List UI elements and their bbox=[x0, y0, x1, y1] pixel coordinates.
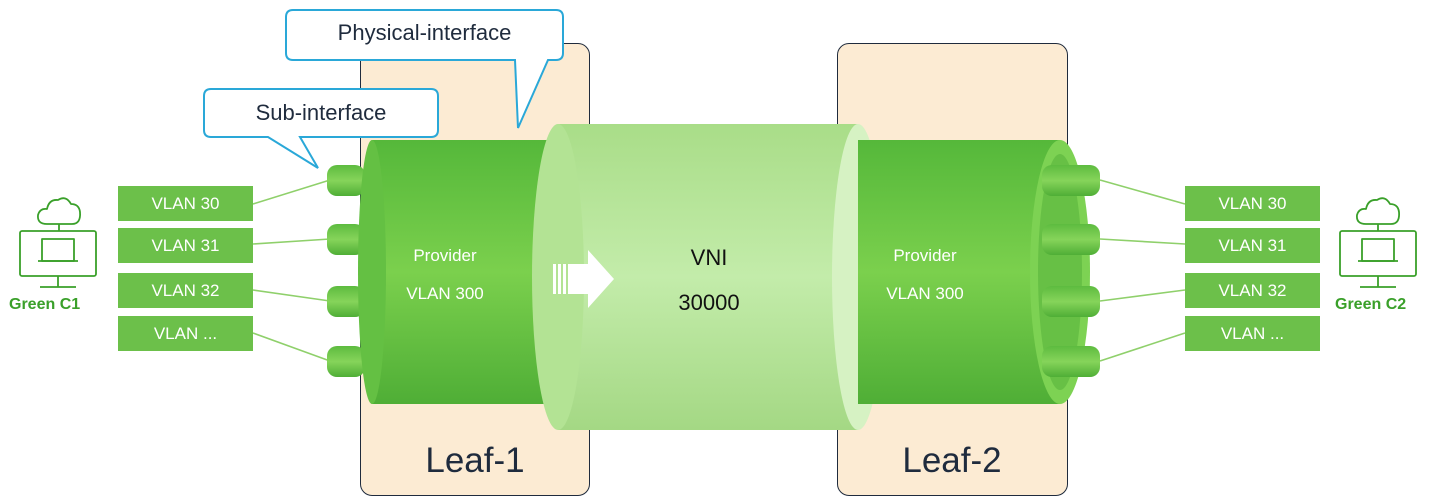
cloud-computer-icon bbox=[19, 197, 97, 288]
provider-right-vlan: VLAN 300 bbox=[886, 284, 964, 303]
right-line-2 bbox=[1099, 238, 1186, 245]
left-vlan-2: VLAN 31 bbox=[118, 228, 253, 263]
left-vlan-1: VLAN 30 bbox=[118, 186, 253, 221]
left-line-1 bbox=[252, 179, 331, 205]
right-port-1 bbox=[1042, 165, 1100, 196]
vni-title: VNI bbox=[690, 245, 728, 270]
right-ports bbox=[1042, 165, 1100, 377]
provider-right-title: Provider bbox=[893, 246, 957, 265]
physical-interface-callout bbox=[285, 9, 564, 129]
left-port-3 bbox=[327, 286, 365, 317]
leaf-1-label: Leaf-1 bbox=[425, 441, 525, 480]
left-line-2 bbox=[252, 238, 331, 245]
provider-cylinder-right bbox=[858, 140, 1090, 404]
sub-interface-label: Sub-interface bbox=[255, 100, 387, 125]
right-arrow-icon bbox=[553, 250, 614, 308]
left-connector-lines bbox=[252, 179, 331, 362]
provider-cylinder-left bbox=[358, 140, 560, 404]
right-connector-lines bbox=[1099, 179, 1186, 362]
client-label-right: Green C2 bbox=[1335, 296, 1407, 313]
left-port-2 bbox=[327, 224, 365, 255]
right-vlan-3: VLAN 32 bbox=[1185, 273, 1320, 308]
client-label-left: Green C1 bbox=[9, 296, 81, 313]
left-vlan-4: VLAN ... bbox=[118, 316, 253, 351]
left-line-3 bbox=[252, 289, 331, 302]
right-line-4 bbox=[1099, 332, 1186, 362]
leaf-2-label: Leaf-2 bbox=[902, 441, 1002, 480]
provider-left-title: Provider bbox=[413, 246, 477, 265]
right-vlan-4: VLAN ... bbox=[1185, 316, 1320, 351]
left-ports bbox=[327, 165, 365, 377]
right-port-3 bbox=[1042, 286, 1100, 317]
right-port-4 bbox=[1042, 346, 1100, 377]
provider-left-vlan: VLAN 300 bbox=[406, 284, 484, 303]
left-vlan-3: VLAN 32 bbox=[118, 273, 253, 308]
cloud-computer-icon-right bbox=[1339, 197, 1417, 288]
left-port-4 bbox=[327, 346, 365, 377]
right-line-1 bbox=[1099, 179, 1186, 205]
right-line-3 bbox=[1099, 289, 1186, 302]
physical-interface-label: Physical-interface bbox=[337, 20, 512, 45]
sub-interface-callout bbox=[203, 88, 439, 169]
left-line-4 bbox=[252, 332, 331, 362]
right-vlan-2: VLAN 31 bbox=[1185, 228, 1320, 263]
left-port-1 bbox=[327, 165, 365, 196]
right-port-2 bbox=[1042, 224, 1100, 255]
right-vlan-1: VLAN 30 bbox=[1185, 186, 1320, 221]
vni-id: 30000 bbox=[678, 290, 740, 315]
